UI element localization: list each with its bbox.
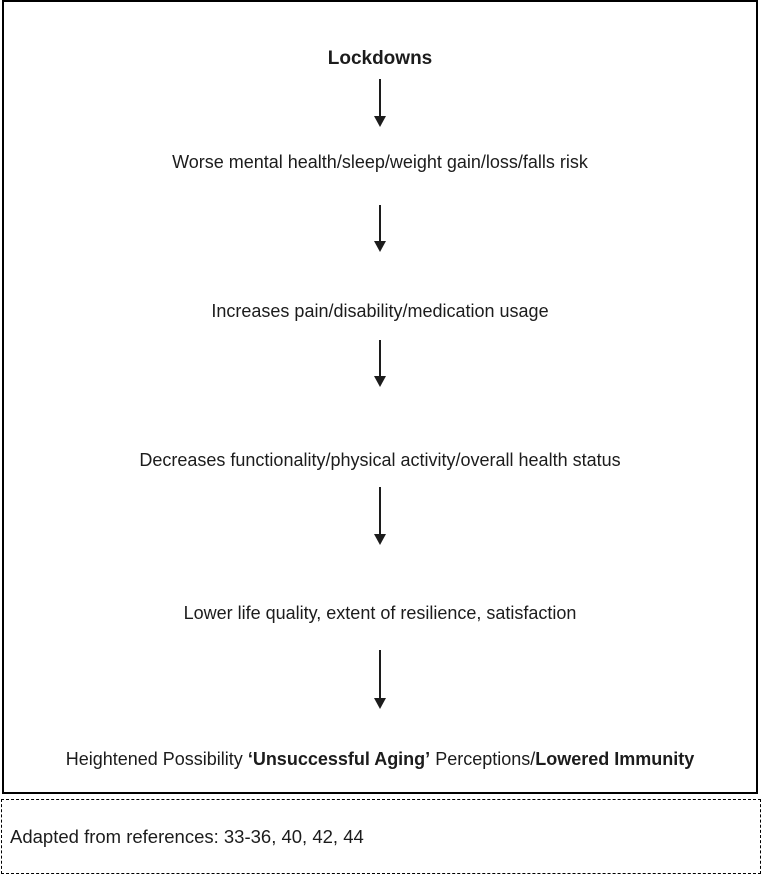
flow-node-lockdowns: Lockdowns: [327, 48, 433, 69]
down-arrow-icon: [379, 79, 381, 117]
caption-box: Adapted from references: 33-36, 40, 42, …: [1, 799, 761, 874]
down-arrow-icon: [379, 205, 381, 242]
flow-node-life-quality: Lower life quality, extent of resilience…: [183, 603, 577, 623]
flowchart-frame: Lockdowns Worse mental health/sleep/weig…: [2, 0, 758, 794]
flow-node-mental-health: Worse mental health/sleep/weight gain/lo…: [172, 152, 588, 172]
outcome-text-prefix: Heightened Possibility: [65, 749, 248, 769]
flow-node-outcome: Heightened Possibility ‘Unsuccessful Agi…: [4, 748, 756, 770]
outcome-text-middle: Perceptions/: [430, 749, 536, 769]
caption-text: Adapted from references: 33-36, 40, 42, …: [10, 825, 364, 847]
outcome-text-lowered-immunity: Lowered Immunity: [535, 749, 695, 769]
flow-node-pain-disability: Increases pain/disability/medication usa…: [211, 301, 549, 321]
down-arrow-icon: [379, 340, 381, 377]
flow-node-functionality: Decreases functionality/physical activit…: [139, 450, 621, 470]
outcome-text-unsuccessful-aging: ‘Unsuccessful Aging’: [247, 749, 431, 769]
down-arrow-icon: [379, 487, 381, 535]
down-arrow-icon: [379, 650, 381, 699]
